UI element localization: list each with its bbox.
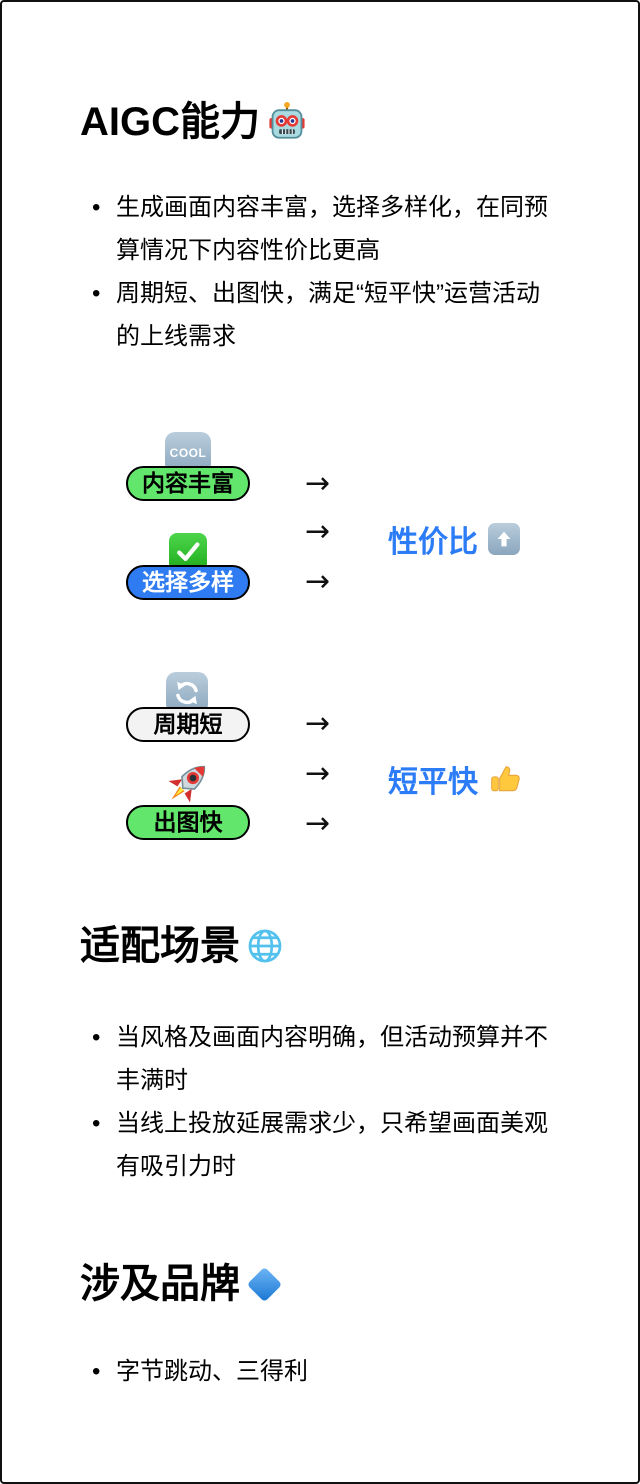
bullet-text: 当线上投放延展需求少，只希望画面美观有吸引力时 (116, 1110, 548, 1180)
arrow-glyph: → (305, 466, 331, 501)
bullet-text: 字节跳动、三得利 (116, 1358, 308, 1385)
robot-icon (266, 101, 308, 143)
section-title-brands-text: 涉及品牌 (80, 1262, 240, 1306)
bullet-marker: • (92, 1024, 101, 1051)
bullet-marker: • (92, 280, 101, 307)
feature-pill-content-rich: 内容丰富 (126, 466, 250, 501)
rocket-icon (160, 757, 214, 811)
thumbs-up-icon (488, 762, 522, 796)
arrow-glyph: → (305, 514, 331, 549)
bullet-marker: • (92, 1110, 101, 1137)
bullet-item: • 当线上投放延展需求少，只希望画面美观有吸引力时 (90, 1102, 560, 1188)
bullet-marker: • (92, 194, 101, 221)
arrow-glyph: → (305, 706, 331, 741)
result-short-flat-fast: 短平快 (388, 757, 522, 801)
arrow-glyph: → (305, 564, 331, 599)
section-title-scenarios: 适配场景 (80, 922, 284, 970)
arrow-glyph: → (305, 756, 331, 791)
result-cost-performance: 性价比 (388, 517, 520, 561)
feature-pill-fast-output: 出图快 (126, 805, 250, 840)
result-text: 短平快 (388, 766, 478, 799)
bullet-marker: • (92, 1358, 101, 1385)
bullet-text: 周期短、出图快，满足“短平快”运营活动的上线需求 (116, 280, 540, 350)
feature-pill-short-cycle: 周期短 (126, 707, 250, 742)
section-title-brands: 涉及品牌 (80, 1260, 283, 1308)
section-title-aigc-text: AIGC能力 (80, 100, 260, 144)
cool-button-label: COOL (169, 446, 207, 460)
up-arrow-button-icon (488, 523, 520, 555)
section-title-scenarios-text: 适配场景 (80, 924, 240, 968)
scenarios-bullet-list: • 当风格及画面内容明确，但活动预算并不丰满时 • 当线上投放延展需求少，只希望画面… (90, 1016, 560, 1188)
bullet-item: • 当风格及画面内容明确，但活动预算并不丰满时 (90, 1016, 560, 1102)
globe-icon (246, 927, 284, 965)
arrow-glyph: → (305, 806, 331, 841)
aigc-bullet-list: • 生成画面内容丰富，选择多样化，在同预算情况下内容性价比更高 • 周期短、出图快，… (90, 186, 560, 358)
bullet-item: • 生成画面内容丰富，选择多样化，在同预算情况下内容性价比更高 (90, 186, 560, 272)
bullet-text: 生成画面内容丰富，选择多样化，在同预算情况下内容性价比更高 (116, 194, 548, 264)
result-text: 性价比 (388, 526, 478, 559)
blue-diamond-icon (246, 1266, 283, 1302)
feature-pill-choice-variety: 选择多样 (126, 565, 250, 600)
bullet-item: • 字节跳动、三得利 (90, 1350, 560, 1393)
brands-bullet-list: • 字节跳动、三得利 (90, 1350, 560, 1393)
section-title-aigc: AIGC能力 (80, 98, 308, 146)
bullet-item: • 周期短、出图快，满足“短平快”运营活动的上线需求 (90, 272, 560, 358)
bullet-text: 当风格及画面内容明确，但活动预算并不丰满时 (116, 1024, 548, 1094)
